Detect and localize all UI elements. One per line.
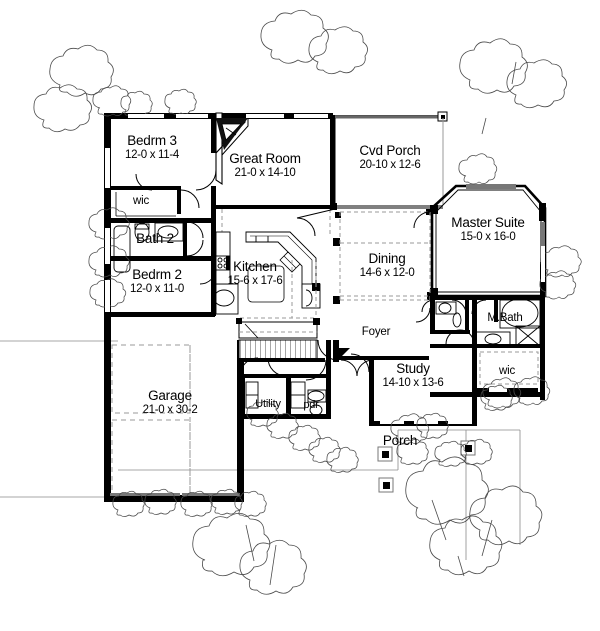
cvd-porch xyxy=(296,111,448,219)
kitchen-dashed xyxy=(240,260,317,319)
porch-columns xyxy=(377,440,476,493)
master-suite-walls xyxy=(430,184,547,298)
windows xyxy=(105,114,545,312)
landscape-shrubs xyxy=(88,85,582,517)
utility-pdr xyxy=(240,374,330,416)
garage-dashed xyxy=(111,344,191,495)
landscape-trees xyxy=(33,9,567,595)
great-room-dashed xyxy=(221,209,331,236)
door-swings xyxy=(135,169,487,381)
stairs xyxy=(236,318,325,362)
mbath-walls xyxy=(430,296,545,392)
dining-dashed xyxy=(339,211,431,301)
garage-doors xyxy=(104,340,240,496)
bedrm2-fixtures xyxy=(213,283,239,315)
wic1-shelf xyxy=(115,192,176,217)
dining-room xyxy=(333,209,434,304)
site-lines xyxy=(0,340,521,560)
foyer xyxy=(333,340,374,377)
great-room-walls xyxy=(215,112,335,210)
exterior-walls xyxy=(104,113,545,502)
kitchen-counters xyxy=(215,231,321,309)
study-walls xyxy=(369,356,477,426)
bath2-fixtures xyxy=(113,222,184,273)
interior-walls-bedroom-wing xyxy=(111,113,216,317)
